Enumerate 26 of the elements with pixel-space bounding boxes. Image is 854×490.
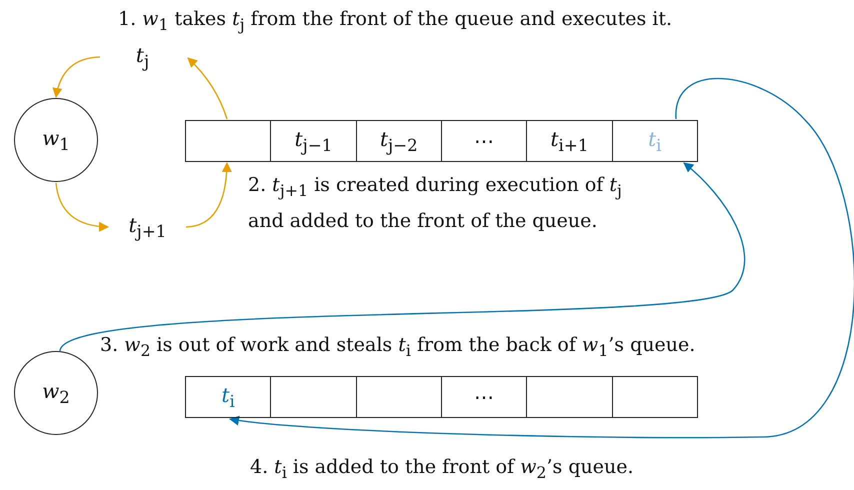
step-note: 1. w$_{1}$ takes t$_{j}$ from the front of the queue and executes it. bbox=[118, 7, 674, 36]
queue-cell: t$_{j−1}$ bbox=[270, 120, 357, 162]
queue-cell bbox=[612, 376, 698, 418]
arrow bbox=[55, 182, 109, 232]
queue-cell: t$_{j−2}$ bbox=[356, 120, 442, 162]
queue-cell: ⋯ bbox=[440, 120, 528, 162]
task-label: t$_{j+1}$ bbox=[110, 210, 185, 244]
queue-cell bbox=[526, 376, 613, 418]
queue-cell: t$_{i+1}$ bbox=[526, 120, 613, 162]
arrow bbox=[52, 56, 100, 98]
step-note: 4. t$_{i}$ is added to the front of w$_{2}$’s queue. bbox=[250, 455, 634, 484]
arrow bbox=[60, 162, 745, 352]
queue-cell: ⋯ bbox=[440, 376, 528, 418]
arrow bbox=[187, 57, 228, 120]
queue-cell bbox=[270, 376, 357, 418]
step-note: 2. t$_{j+1}$ is created during execution of t$_{j}$ and added to the front of the queue. bbox=[248, 173, 623, 234]
queue-cell bbox=[356, 376, 442, 418]
queue-cell: t$_{i}$ bbox=[185, 376, 272, 418]
step-note: 3. w$_{2}$ is out of work and steals t$_{i}$ from the back of w$_{1}$’s queue. bbox=[100, 333, 696, 362]
queue-cell bbox=[185, 120, 272, 162]
worker-circle: w$_{1}$ bbox=[14, 98, 98, 182]
arrow bbox=[229, 78, 854, 438]
queue-cell: t$_{i}$ bbox=[612, 120, 698, 162]
task-label: t$_{j}$ bbox=[115, 40, 170, 74]
worker-circle: w$_{2}$ bbox=[14, 351, 98, 435]
arrow bbox=[186, 162, 232, 228]
